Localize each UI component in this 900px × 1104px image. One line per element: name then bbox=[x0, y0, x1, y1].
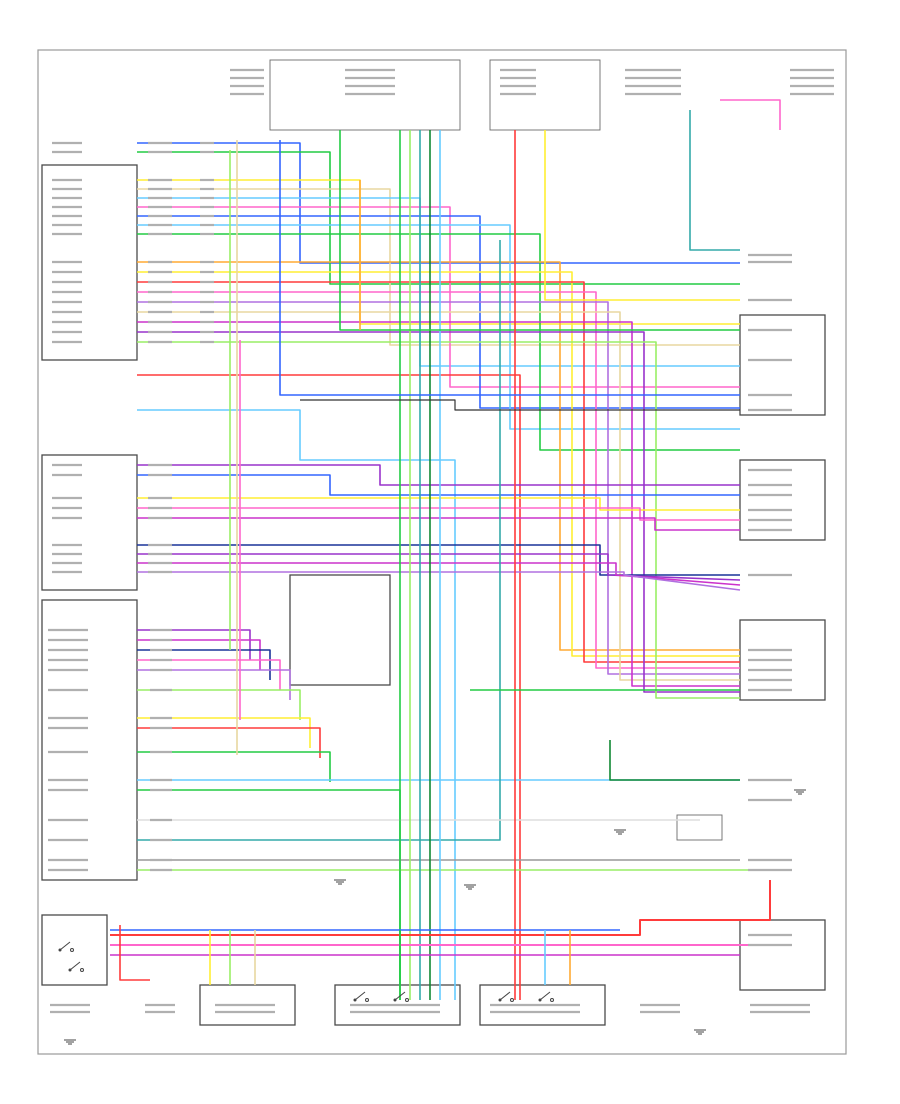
wire-purple bbox=[137, 553, 741, 581]
ground-symbol-icon bbox=[64, 1039, 76, 1045]
wire-violet bbox=[137, 669, 291, 700]
control-module-left-lower bbox=[41, 599, 138, 881]
ground-symbol-icon bbox=[794, 789, 806, 795]
wire-red bbox=[110, 880, 771, 936]
control-module-left-middle bbox=[41, 454, 138, 591]
fuse-block-top bbox=[269, 59, 461, 131]
wire-red bbox=[119, 925, 150, 981]
relay-box-2 bbox=[479, 984, 606, 1026]
wire-red bbox=[137, 281, 740, 663]
ground-symbol-icon bbox=[334, 879, 346, 885]
wire-purple bbox=[137, 331, 740, 693]
relay-switch-icon bbox=[353, 991, 369, 1002]
wire-magenta bbox=[137, 639, 261, 670]
relay-switch-icon bbox=[393, 991, 409, 1002]
wire-teal bbox=[137, 240, 501, 841]
wire-light_green bbox=[137, 689, 301, 720]
wire-blue bbox=[137, 142, 740, 264]
wire-green bbox=[137, 789, 401, 1000]
relay-switch-icon bbox=[58, 941, 74, 952]
wire-pink bbox=[137, 659, 281, 690]
symbol-layer bbox=[58, 789, 806, 1045]
wire-magenta bbox=[137, 321, 740, 687]
wire-tan bbox=[137, 188, 740, 346]
ground-symbol-icon bbox=[464, 884, 476, 890]
wire-layer bbox=[110, 99, 781, 1000]
wire-pink bbox=[137, 291, 740, 669]
relay-switch-icon bbox=[498, 991, 514, 1002]
cluster-module-center bbox=[289, 574, 391, 686]
ground-symbol-icon bbox=[614, 829, 626, 835]
relay-box-1 bbox=[334, 984, 461, 1026]
wire-light_blue bbox=[137, 224, 740, 430]
wire-yellow bbox=[544, 130, 740, 301]
wire-pink bbox=[137, 206, 740, 388]
wire-dark_blue bbox=[137, 544, 740, 576]
wire-blue bbox=[279, 140, 740, 396]
wire-magenta bbox=[137, 562, 741, 586]
module-bottom-right bbox=[739, 919, 826, 991]
wire-violet bbox=[137, 301, 740, 675]
wire-yellow bbox=[137, 497, 740, 511]
connector-right-1 bbox=[739, 459, 826, 541]
wire-green bbox=[339, 130, 740, 331]
wire-violet bbox=[137, 571, 741, 591]
wire-black bbox=[300, 399, 740, 411]
wire-dark_green bbox=[609, 740, 740, 781]
wire-magenta bbox=[137, 517, 740, 531]
wire-red bbox=[137, 374, 521, 1000]
wire-teal bbox=[689, 110, 740, 251]
wire-light_blue bbox=[137, 409, 456, 1000]
ground-symbol-icon bbox=[694, 1029, 706, 1035]
sensor-box-left bbox=[199, 984, 296, 1026]
wire-purple bbox=[137, 464, 740, 486]
relay-box-bottom-left bbox=[41, 914, 108, 986]
wire-green bbox=[137, 151, 740, 285]
wire-yellow bbox=[137, 717, 311, 748]
wire-orange bbox=[137, 261, 740, 651]
wire-blue bbox=[137, 474, 740, 496]
wire-purple bbox=[137, 629, 251, 660]
wire-red bbox=[137, 727, 321, 758]
wire-pink bbox=[137, 507, 740, 521]
blower-motor-right bbox=[739, 314, 826, 416]
relay-switch-icon bbox=[538, 991, 554, 1002]
wire-pink bbox=[720, 99, 781, 130]
switch-box-right bbox=[676, 814, 723, 841]
wire-tan bbox=[137, 311, 740, 681]
relay-switch-icon bbox=[68, 961, 84, 972]
label-layer bbox=[48, 68, 834, 1014]
connector-right-2 bbox=[739, 619, 826, 701]
wire-green bbox=[137, 751, 331, 782]
diagram-border bbox=[37, 49, 847, 1055]
